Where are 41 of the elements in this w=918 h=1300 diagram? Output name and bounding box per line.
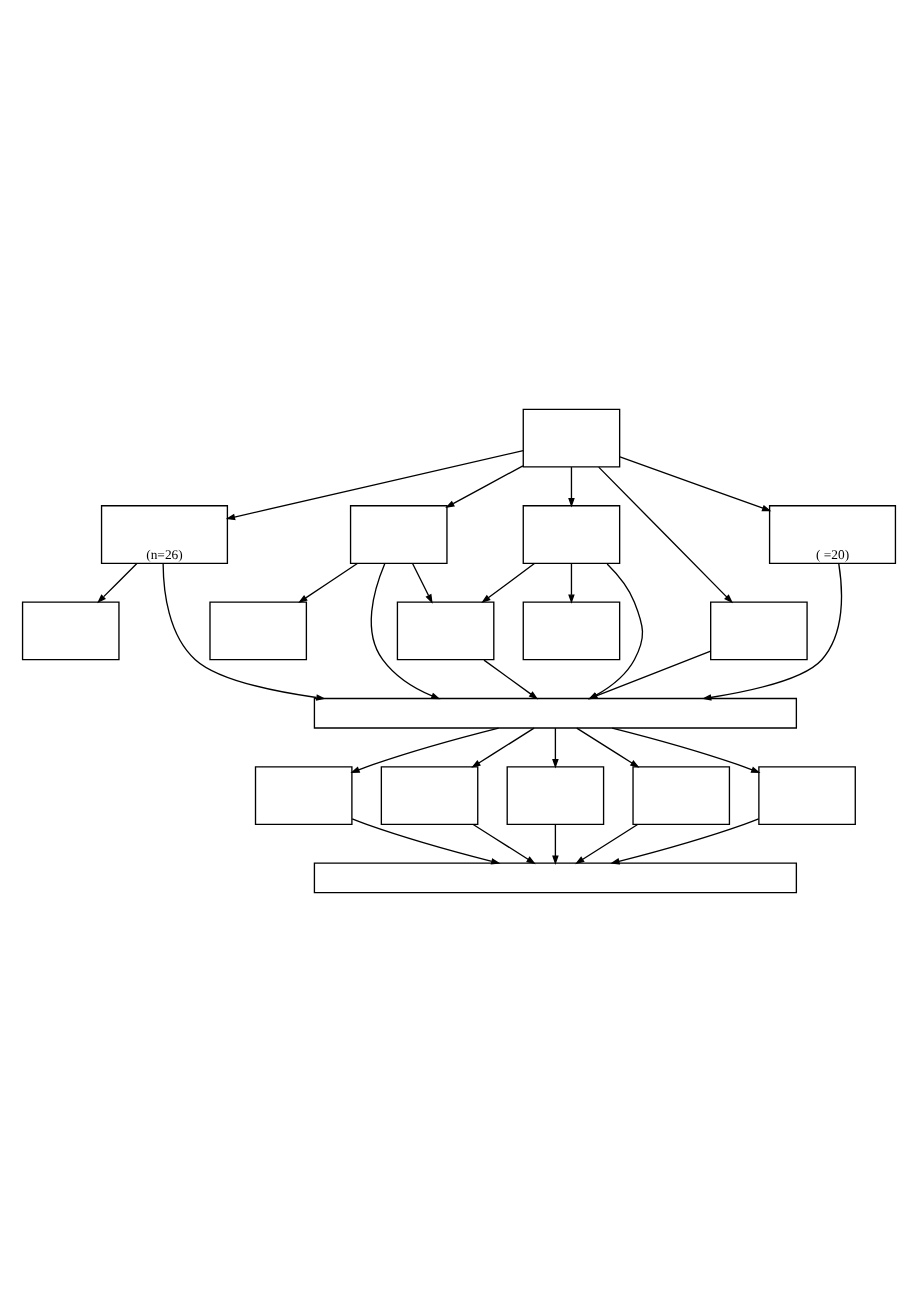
node-box [254,765,353,825]
node-box [632,765,731,825]
arrow [370,562,441,699]
arrow [445,464,524,507]
arrow [350,726,500,773]
arrow [552,726,559,768]
arrow [598,465,734,603]
arrow [298,561,358,602]
node-box [209,600,308,660]
arrow [483,658,539,699]
arrow [481,561,536,603]
arrow [472,822,536,864]
arrow [611,726,761,773]
arrow [619,455,772,511]
node-box [396,600,495,660]
arrow [97,561,138,603]
arrow [575,822,639,864]
arrow [471,726,535,767]
node-box [349,504,448,563]
arrow [610,817,760,864]
arrow [568,465,575,507]
arrow [701,562,843,700]
arrow [552,823,559,864]
node-box [506,765,605,825]
arrow [588,562,644,699]
node-box [522,504,621,563]
node-box [522,407,621,467]
node-box [522,600,621,660]
arrow [588,649,712,699]
arrow [576,726,640,767]
node-box [710,600,808,660]
node-box [380,765,479,825]
node-box [758,765,856,825]
node-bar [313,696,798,728]
arrow [162,561,326,700]
arrow [411,561,433,603]
node-bar [313,861,798,893]
arrow [225,448,524,520]
arrow [351,817,501,864]
arrow [568,561,575,603]
node-box [21,600,120,660]
